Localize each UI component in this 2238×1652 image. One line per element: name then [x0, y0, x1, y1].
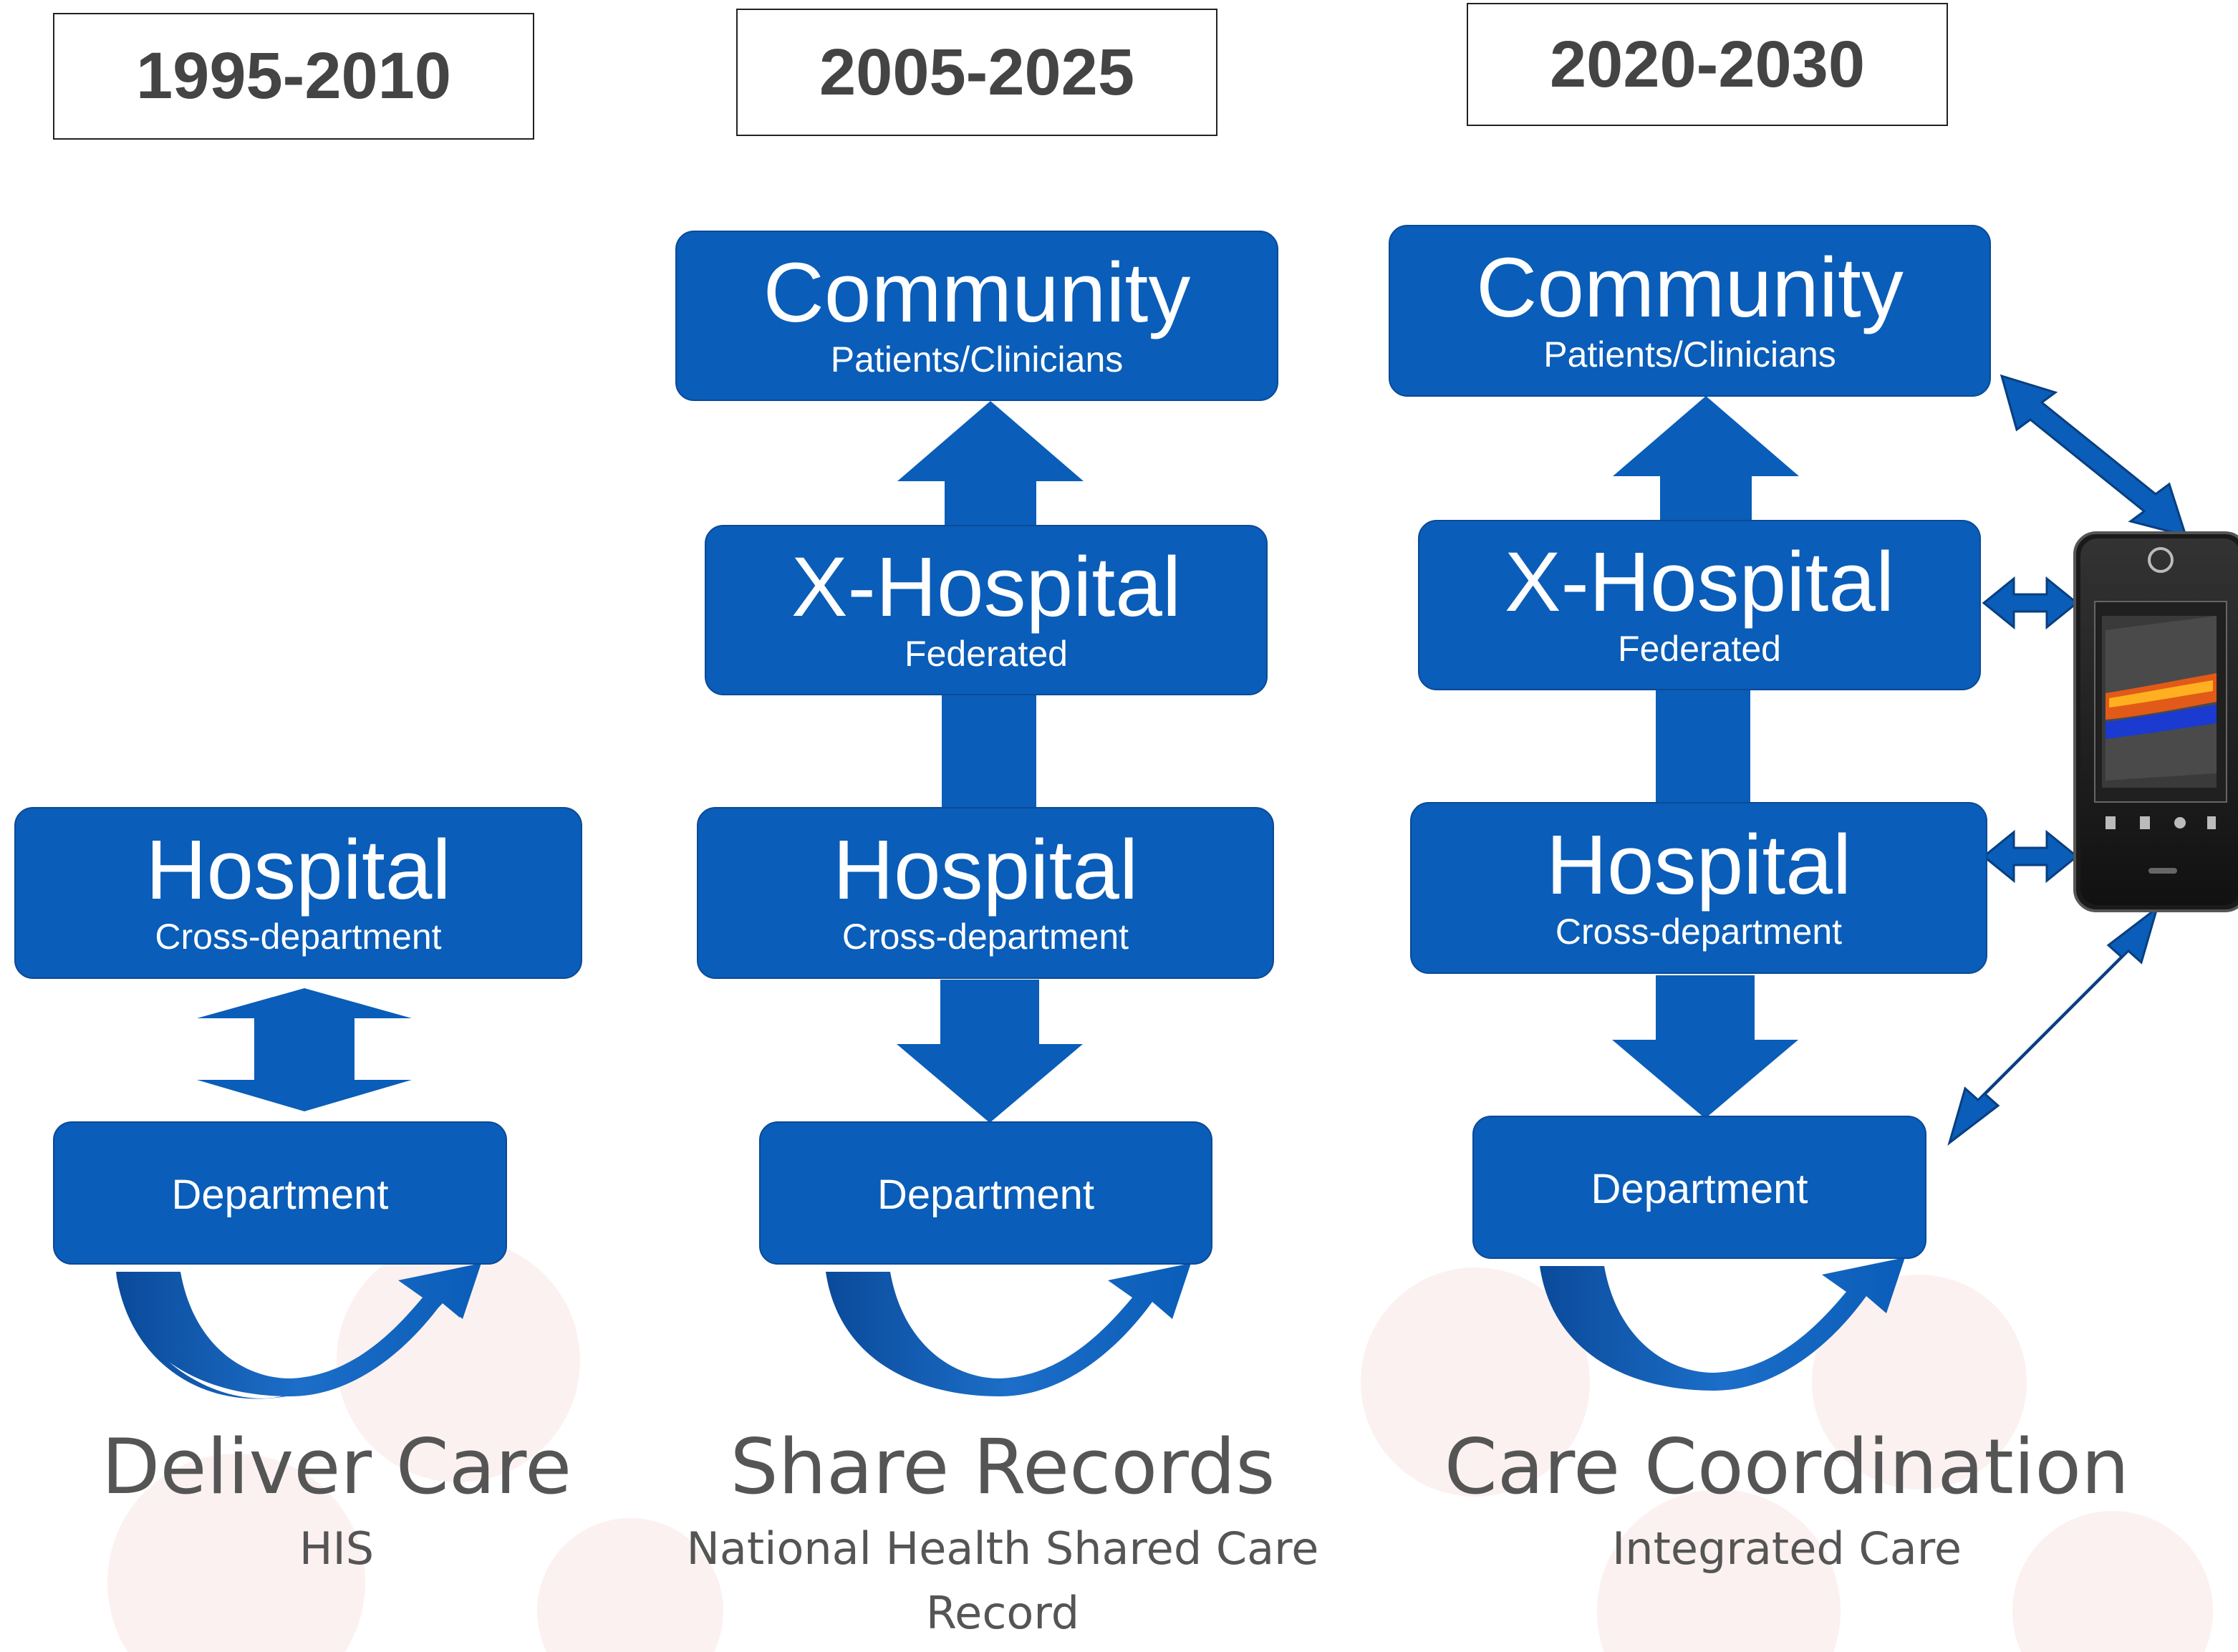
community-subtitle: Patients/Clinicians: [830, 339, 1124, 380]
x-hospital-title: X-Hospital: [1504, 535, 1895, 630]
caption-title: Care Coordination: [1444, 1423, 2130, 1511]
caption-subtitle: National Health Shared Care Record: [686, 1522, 1319, 1640]
down-arrow-col3: [1612, 975, 1798, 1119]
hospital-subtitle: Cross-department: [841, 917, 1129, 957]
era-header-3: 2020-2030: [1467, 3, 1948, 126]
x-hospital-title: X-Hospital: [791, 540, 1182, 635]
watermark: [107, 1239, 2213, 1652]
department-label: Department: [1591, 1165, 1808, 1212]
caption-subtitle: HIS: [299, 1522, 375, 1575]
x-hospital-subtitle: Federated: [905, 634, 1068, 675]
department-label: Department: [171, 1171, 389, 1218]
ge-logo-icon: [2148, 547, 2174, 573]
department-box-col1: Department: [53, 1121, 507, 1265]
caption-col2: Share Records National Health Shared Car…: [673, 1421, 1332, 1646]
hospital-subtitle: Cross-department: [155, 917, 442, 957]
hospital-title: Hospital: [145, 823, 451, 918]
caption-subtitle: Integrated Care: [1612, 1522, 1962, 1575]
hospital-box-col2: Hospital Cross-department: [697, 807, 1274, 979]
hospital-box-col3: Hospital Cross-department: [1410, 802, 1987, 974]
x-hospital-box-col3: X-Hospital Federated: [1418, 520, 1981, 690]
community-subtitle: Patients/Clinicians: [1543, 334, 1836, 375]
connector-col3: [1656, 689, 1750, 803]
x-hospital-subtitle: Federated: [1618, 629, 1781, 670]
community-box-col3: Community Patients/Clinicians: [1389, 225, 1991, 397]
connector-col2: [942, 695, 1036, 809]
era-header-1: 1995-2010: [53, 13, 534, 140]
department-box-col3: Department: [1472, 1116, 1926, 1259]
caption-col3: Care Coordination Integrated Care: [1418, 1421, 2156, 1581]
era-header-2: 2005-2025: [736, 9, 1217, 136]
hospital-title: Hospital: [1545, 818, 1852, 913]
curved-arrow-col1: [116, 1263, 481, 1399]
department-box-col2: Department: [759, 1121, 1212, 1265]
community-title: Community: [763, 246, 1191, 341]
up-arrow-col3: [1613, 396, 1799, 521]
caption-title: Share Records: [730, 1423, 1275, 1511]
up-arrow-col2: [897, 401, 1084, 526]
hospital-subtitle: Cross-department: [1555, 912, 1843, 952]
caption-col1: Deliver Care HIS: [43, 1421, 630, 1581]
caption-title: Deliver Care: [101, 1423, 572, 1511]
x-hospital-box-col2: X-Hospital Federated: [705, 525, 1268, 695]
department-label: Department: [877, 1171, 1095, 1218]
community-box-col2: Community Patients/Clinicians: [675, 231, 1278, 401]
hospital-box-col1: Hospital Cross-department: [14, 807, 582, 979]
double-arrow-col1: [197, 988, 412, 1111]
ultrasound-device: [2073, 531, 2238, 912]
hospital-title: Hospital: [832, 823, 1139, 918]
down-arrow-col2: [897, 980, 1083, 1123]
community-title: Community: [1476, 241, 1904, 336]
curved-arrow-col3: [1540, 1257, 1905, 1391]
curved-arrow-col2: [826, 1263, 1191, 1396]
